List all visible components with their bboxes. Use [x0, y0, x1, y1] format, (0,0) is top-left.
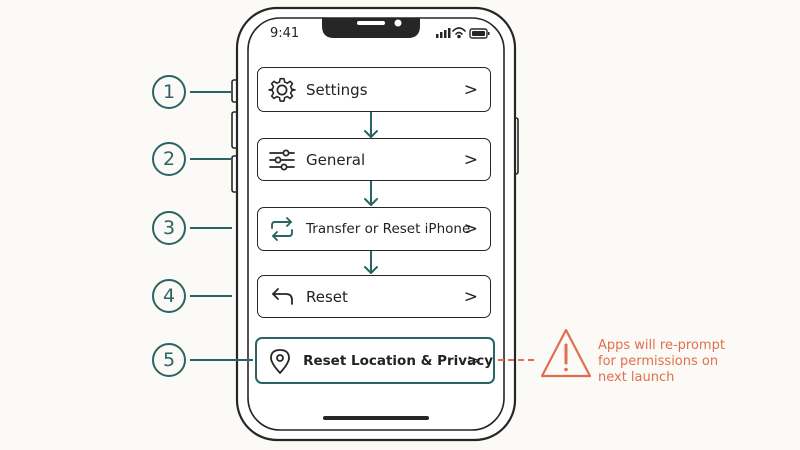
- down-arrow-icon: [364, 111, 378, 138]
- step-badge-5: 5: [152, 343, 186, 377]
- reset-row[interactable]: Reset >: [257, 275, 491, 318]
- step-badge-4: 4: [152, 279, 186, 313]
- speaker-grille: [357, 21, 385, 25]
- reset-location-privacy-row[interactable]: Reset Location & Privacy >: [255, 337, 495, 384]
- status-bar-time: 9:41: [270, 26, 300, 41]
- reset-label: Reset: [306, 287, 348, 306]
- warning-note: Apps will re-prompt for permissions on n…: [598, 338, 758, 386]
- front-camera: [394, 19, 402, 27]
- warning-triangle-icon: [540, 328, 592, 378]
- wifi-icon: [452, 27, 466, 39]
- step-badge-1: 1: [152, 75, 186, 109]
- reset-location-privacy-label: Reset Location & Privacy: [303, 352, 493, 369]
- home-indicator: [323, 416, 429, 420]
- transfer-arrows-icon: [266, 213, 298, 245]
- flow-arrows: [364, 111, 378, 274]
- chevron-right-icon: >: [466, 350, 481, 371]
- step-connector-lines: [190, 91, 253, 361]
- battery-icon: [469, 28, 490, 39]
- down-arrow-icon: [364, 249, 378, 274]
- chevron-right-icon: >: [463, 286, 478, 307]
- transfer-or-reset-label: Transfer or Reset iPhone: [306, 221, 471, 237]
- gear-icon: [266, 74, 298, 106]
- chevron-right-icon: >: [463, 219, 478, 239]
- settings-row[interactable]: Settings >: [257, 67, 491, 112]
- settings-label: Settings: [306, 80, 368, 99]
- signal-icon: [436, 28, 451, 38]
- warning-line-2: for permissions on: [598, 354, 719, 369]
- step-badge-3: 3: [152, 211, 186, 245]
- undo-arrow-icon: [266, 281, 298, 313]
- location-pin-icon: [265, 345, 295, 377]
- warning-line-1: Apps will re-prompt: [598, 338, 725, 353]
- general-label: General: [306, 150, 366, 169]
- sliders-icon: [266, 144, 298, 176]
- down-arrow-icon: [364, 180, 378, 206]
- general-row[interactable]: General >: [257, 138, 491, 181]
- chevron-right-icon: >: [463, 79, 478, 100]
- step-badge-2: 2: [152, 142, 186, 176]
- chevron-right-icon: >: [463, 149, 478, 170]
- transfer-or-reset-row[interactable]: Transfer or Reset iPhone >: [257, 207, 491, 251]
- warning-line-3: next launch: [598, 370, 675, 385]
